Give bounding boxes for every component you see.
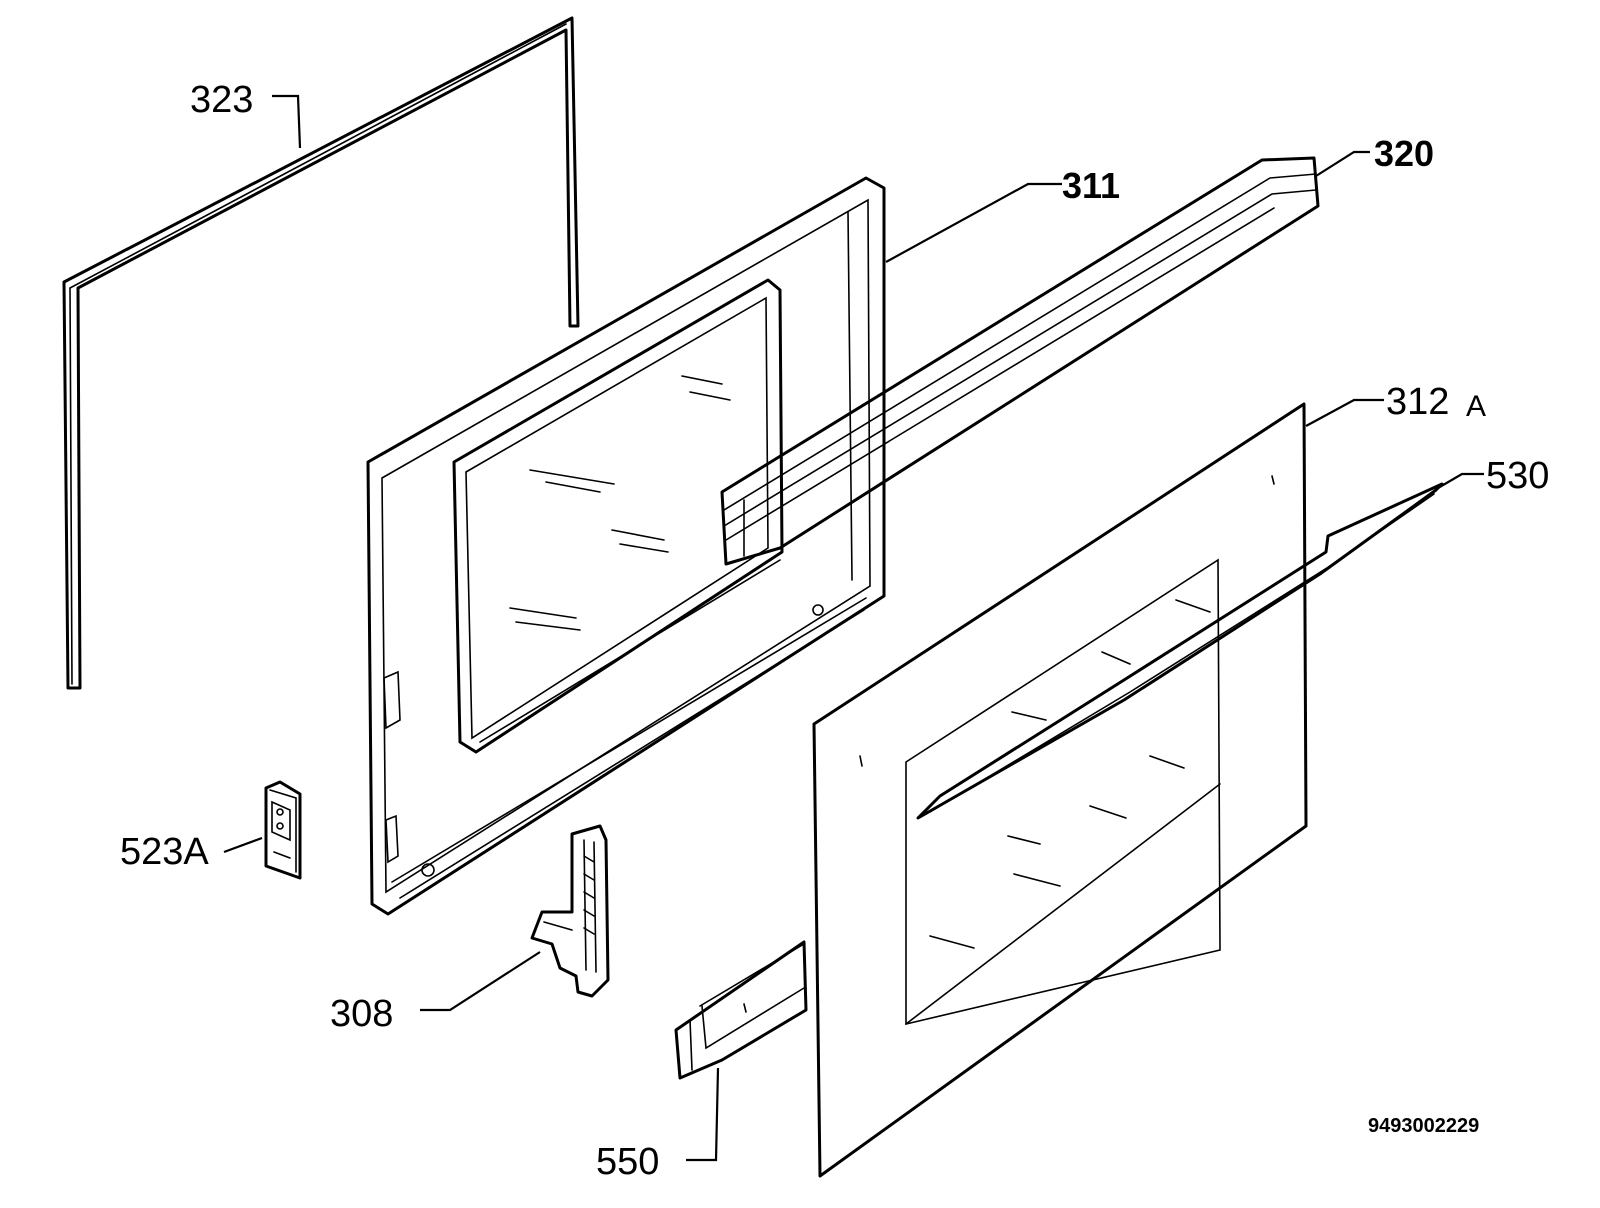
part-523a-hinge-cover — [264, 780, 302, 880]
leader-550 — [686, 1067, 720, 1162]
leader-323 — [272, 94, 302, 149]
part-308-hinge — [530, 824, 610, 998]
label-312a-suffix: A — [1466, 390, 1486, 423]
part-311-inner-door-frame — [366, 176, 886, 916]
part-312a-outer-glass — [812, 402, 1308, 1178]
part-323-door-seal — [62, 16, 580, 690]
label-311: 311 — [1062, 165, 1120, 206]
label-550: 550 — [596, 1141, 659, 1183]
label-308: 308 — [330, 993, 393, 1035]
leader-320 — [1315, 150, 1370, 177]
label-320: 320 — [1374, 133, 1434, 174]
label-523a: 523A — [120, 831, 209, 873]
leader-308 — [420, 951, 541, 1012]
leader-523a — [223, 836, 263, 854]
document-number: 9493002229 — [1368, 1115, 1479, 1137]
leader-lines — [223, 94, 1484, 1162]
part-530-door-handle — [916, 482, 1444, 820]
leader-311 — [885, 182, 1062, 263]
label-530: 530 — [1486, 455, 1549, 497]
part-320-top-profile — [720, 156, 1320, 566]
part-550-bottom-rail — [674, 940, 808, 1080]
leader-312a — [1305, 398, 1384, 427]
label-312a-number: 312 — [1386, 381, 1449, 423]
label-323: 323 — [190, 79, 253, 121]
leader-530 — [1437, 472, 1484, 489]
